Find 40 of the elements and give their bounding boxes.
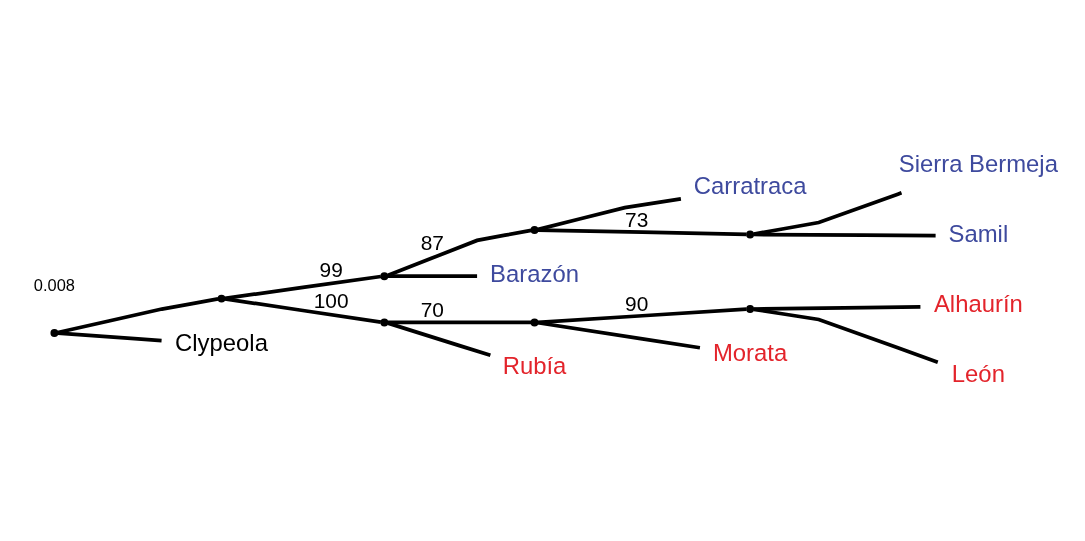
connector xyxy=(224,296,382,324)
connector xyxy=(537,196,682,231)
connector xyxy=(753,304,921,311)
node-text: Alhaurín xyxy=(933,289,1023,317)
connector xyxy=(387,273,478,278)
edge-label: 100 xyxy=(313,288,349,312)
node-text: Morata xyxy=(712,338,788,366)
node-text: León xyxy=(951,359,1005,387)
edge-label: 87 xyxy=(420,230,444,254)
connector xyxy=(537,227,747,236)
connector xyxy=(57,330,162,342)
node-point xyxy=(530,225,539,234)
node-text: Clypeola xyxy=(175,328,268,356)
edge-label: 70 xyxy=(420,297,444,321)
edge-label: 73 xyxy=(625,207,649,231)
node-point xyxy=(746,230,755,238)
connector xyxy=(387,320,532,324)
node-point xyxy=(746,304,755,313)
node-text: Barazón xyxy=(490,259,579,287)
edge-label: 99 xyxy=(319,257,343,281)
connector xyxy=(537,320,701,350)
connector xyxy=(753,190,903,236)
node-text: Rubía xyxy=(502,351,567,379)
connector xyxy=(753,307,939,364)
connector xyxy=(387,320,491,357)
node-point xyxy=(217,294,226,303)
connector xyxy=(753,232,936,238)
node-point xyxy=(50,328,59,337)
connector xyxy=(224,274,382,300)
node-point xyxy=(380,318,389,326)
label: 0.008 xyxy=(33,275,75,294)
connector xyxy=(537,306,747,324)
node-text: Carratraca xyxy=(693,171,807,199)
node-point xyxy=(530,318,539,326)
connector xyxy=(57,296,219,334)
node-point xyxy=(380,271,389,280)
node-text: Samil xyxy=(948,219,1009,247)
edge-label: 90 xyxy=(625,291,649,315)
connector xyxy=(387,228,532,277)
node-text: Sierra Bermeja xyxy=(898,148,1058,176)
